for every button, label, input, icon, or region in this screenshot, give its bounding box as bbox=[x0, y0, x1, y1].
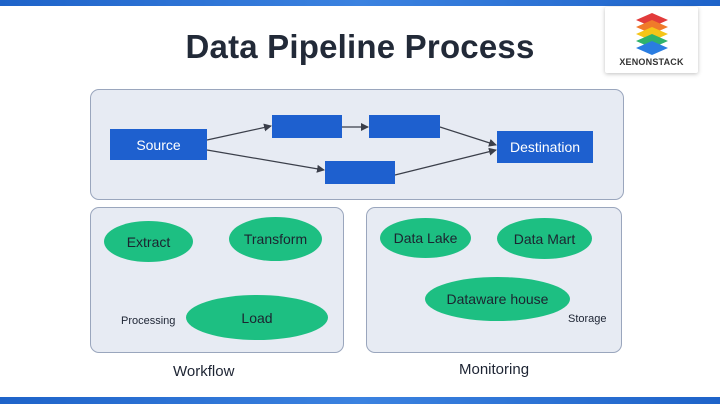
destination-box: Destination bbox=[497, 131, 593, 163]
processing-label: Processing bbox=[121, 315, 176, 327]
arrow-step2-to-destination bbox=[439, 126, 497, 147]
arrow-source-to-step1 bbox=[206, 123, 272, 141]
logo-text: XENONSTACK bbox=[619, 57, 684, 67]
pipeline-step-box bbox=[272, 115, 342, 138]
bottom-accent-bar bbox=[0, 397, 720, 404]
pipeline-step-box bbox=[369, 115, 440, 138]
page-title: Data Pipeline Process bbox=[185, 28, 535, 65]
dataware-house-node: Dataware house bbox=[425, 277, 570, 321]
monitoring-caption: Monitoring bbox=[459, 361, 530, 378]
extract-node: Extract bbox=[104, 221, 193, 262]
xenonstack-logo: XENONSTACK bbox=[605, 7, 698, 73]
load-node: Load bbox=[186, 295, 328, 340]
data-lake-node: Data Lake bbox=[380, 218, 471, 258]
top-accent-bar bbox=[0, 0, 720, 6]
storage-label: Storage bbox=[568, 313, 607, 325]
transform-node: Transform bbox=[229, 217, 322, 261]
arrow-source-to-step3 bbox=[206, 149, 325, 173]
arrow-step3-to-destination bbox=[394, 147, 497, 176]
workflow-caption: Workflow bbox=[173, 363, 235, 380]
stacked-layers-logo-icon bbox=[636, 13, 668, 55]
pipeline-step-box bbox=[325, 161, 395, 184]
source-box: Source bbox=[110, 129, 207, 160]
data-mart-node: Data Mart bbox=[497, 218, 592, 259]
